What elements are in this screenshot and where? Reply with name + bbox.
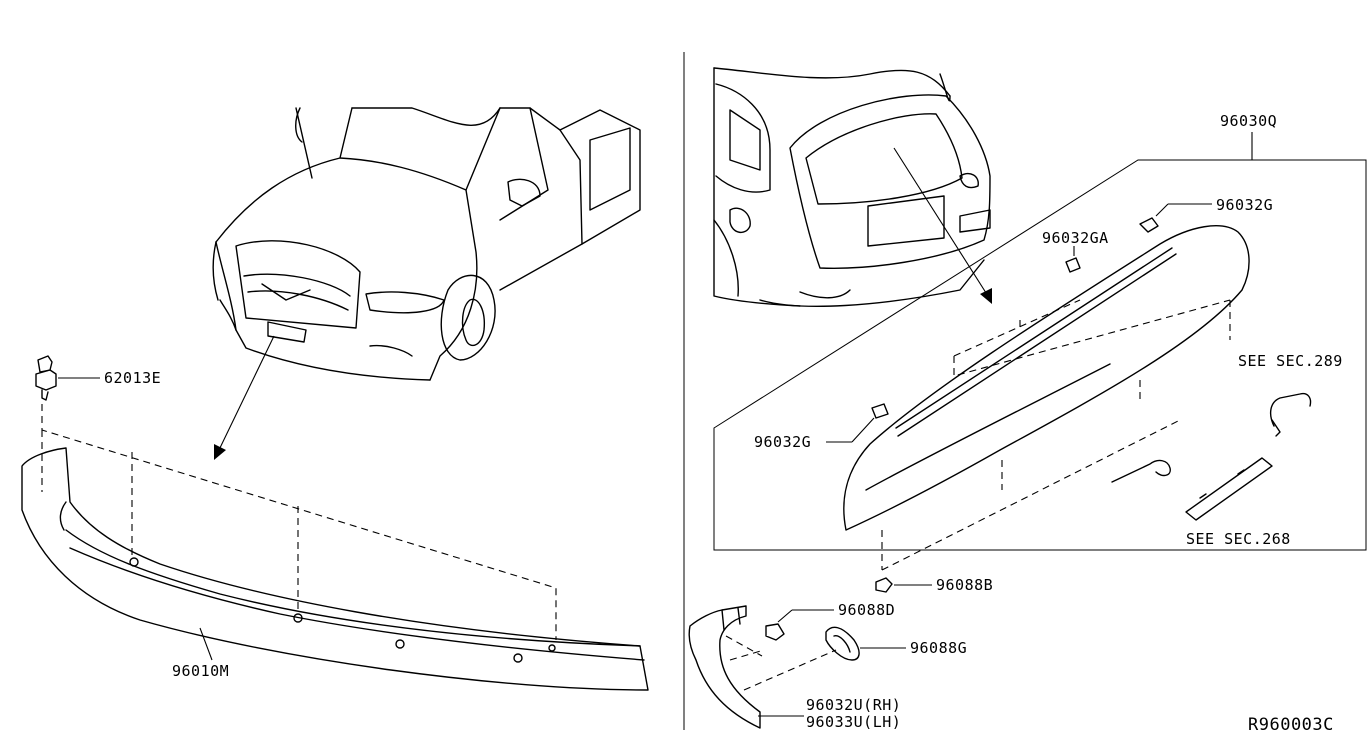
rear-spoiler-guides: [881, 299, 1231, 571]
clip-96032g-top-leader-1: [1155, 203, 1169, 217]
front-spoiler-96010m: [21, 447, 649, 691]
see-sec-289-label: SEE SEC.289: [1238, 352, 1343, 370]
grommet-96088g-label: 96088G: [910, 639, 967, 657]
clip-96032g-left-icon: [871, 403, 889, 419]
see-sec-268-label: SEE SEC.268: [1186, 530, 1291, 548]
rear-spoiler-assembly-frame: [713, 159, 1367, 551]
rear-spoiler-96030q: [843, 225, 1250, 531]
clip-96032ga-icon: [1065, 257, 1081, 273]
front-spoiler-guides: [41, 404, 557, 640]
clip-96088d-leader-1: [777, 609, 793, 623]
clip-62013e-icon: [35, 355, 57, 401]
side-spoiler-guides: [725, 635, 837, 691]
clip-96032ga-label: 96032GA: [1042, 229, 1109, 247]
front-arrow-head: [214, 444, 226, 460]
front-direction-arrow: [217, 335, 275, 453]
clip-96088d-icon: [765, 623, 785, 641]
clip-96032g-top-icon: [1139, 217, 1159, 233]
rear-direction-arrow: [893, 147, 989, 297]
grommet-96088g-icon: [825, 626, 860, 661]
clip-62013e-label: 62013E: [104, 369, 161, 387]
drawing-code: R960003C: [1248, 715, 1334, 735]
front-spoiler-label: 96010M: [172, 662, 229, 680]
nut-96088b-icon: [875, 577, 893, 593]
harness-sec-289-icon: [1269, 392, 1312, 437]
front-spoiler-leader: [199, 627, 213, 661]
clip-96032g-top-label: 96032G: [1216, 196, 1273, 214]
rear-arrow-head: [980, 288, 992, 304]
clip-96088d-label: 96088D: [838, 601, 895, 619]
nut-96088b-label: 96088B: [936, 576, 993, 594]
clip-96032g-left-leader-1: [851, 417, 875, 443]
stop-lamp-sec-268-icon: [1111, 457, 1273, 521]
clip-96032g-left-label: 96032G: [754, 433, 811, 451]
rear-spoiler-assy-label: 96030Q: [1220, 112, 1277, 130]
rear-vehicle-illustration: [713, 67, 991, 307]
side-spoiler-lh-label: 96033U(LH): [806, 713, 901, 731]
front-vehicle-illustration: [212, 107, 641, 381]
side-spoiler-rh-label: 96032U(RH): [806, 696, 901, 714]
side-spoiler-96032u-96033u: [688, 605, 761, 729]
